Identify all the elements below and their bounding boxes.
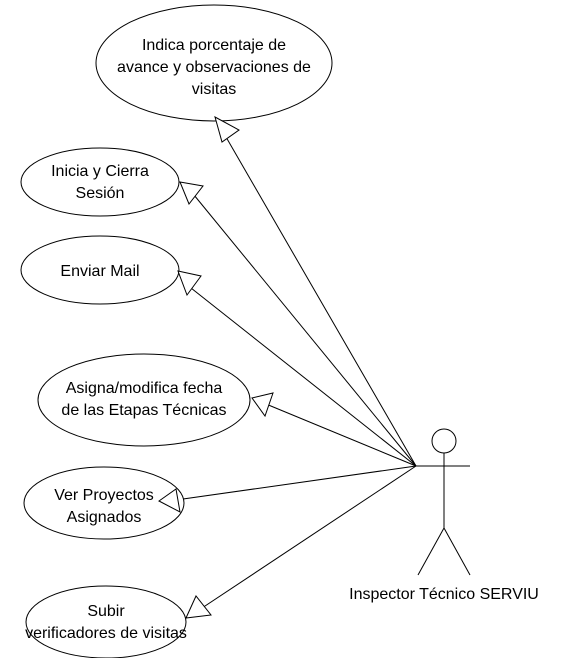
actor-stick-figure[interactable] bbox=[416, 428, 471, 576]
use-case-dates-label-1: Asigna/modifica fecha bbox=[66, 380, 223, 397]
arrowhead-3 bbox=[177, 270, 202, 297]
use-case-session-ellipse[interactable] bbox=[20, 147, 180, 217]
arrowheads bbox=[158, 115, 274, 619]
use-case-upload-ellipse[interactable] bbox=[25, 585, 187, 658]
use-case-upload-label-2: verificadores de visitas bbox=[25, 625, 187, 642]
arrowhead-5 bbox=[158, 488, 181, 513]
use-case-projects-label-1: Ver Proyectos bbox=[54, 487, 154, 504]
use-case-mail-label: Enviar Mail bbox=[60, 263, 139, 280]
actor-right-leg bbox=[443, 527, 471, 576]
actor-head bbox=[431, 428, 457, 454]
association-line-6 bbox=[198, 465, 417, 611]
use-case-progress-label-1: Indica porcentaje de bbox=[142, 37, 286, 54]
arrowhead-1 bbox=[214, 115, 240, 143]
use-case-session-label-2: Sesión bbox=[76, 185, 125, 202]
use-case-labels: Indica porcentaje de avance y observacio… bbox=[25, 37, 311, 642]
association-line-4 bbox=[265, 403, 417, 467]
use-case-upload-label-1: Subir bbox=[87, 603, 125, 620]
use-case-progress-label-3: visitas bbox=[192, 81, 236, 98]
actor-label: Inspector Técnico SERVIU bbox=[349, 586, 539, 603]
use-cases bbox=[20, 4, 333, 658]
association-line-3 bbox=[190, 287, 417, 467]
use-case-projects-ellipse[interactable] bbox=[23, 466, 185, 540]
association-line-5 bbox=[175, 465, 417, 501]
actor-left-leg bbox=[417, 527, 445, 576]
association-line-1 bbox=[225, 136, 417, 467]
use-case-dates-label-2: de las Etapas Técnicas bbox=[61, 402, 226, 419]
use-case-mail-ellipse[interactable] bbox=[20, 235, 180, 305]
use-case-session-label-1: Inicia y Cierra bbox=[51, 163, 149, 180]
associations bbox=[175, 136, 417, 611]
arrowhead-6 bbox=[185, 595, 212, 619]
use-case-progress-label-2: avance y observaciones de bbox=[117, 59, 311, 76]
use-case-dates-ellipse[interactable] bbox=[37, 353, 251, 447]
arrowhead-4 bbox=[251, 392, 274, 418]
use-case-projects-label-2: Asignados bbox=[67, 509, 142, 526]
association-line-2 bbox=[193, 194, 417, 467]
arrowhead-2 bbox=[179, 181, 204, 205]
use-case-progress-ellipse[interactable] bbox=[95, 4, 333, 122]
